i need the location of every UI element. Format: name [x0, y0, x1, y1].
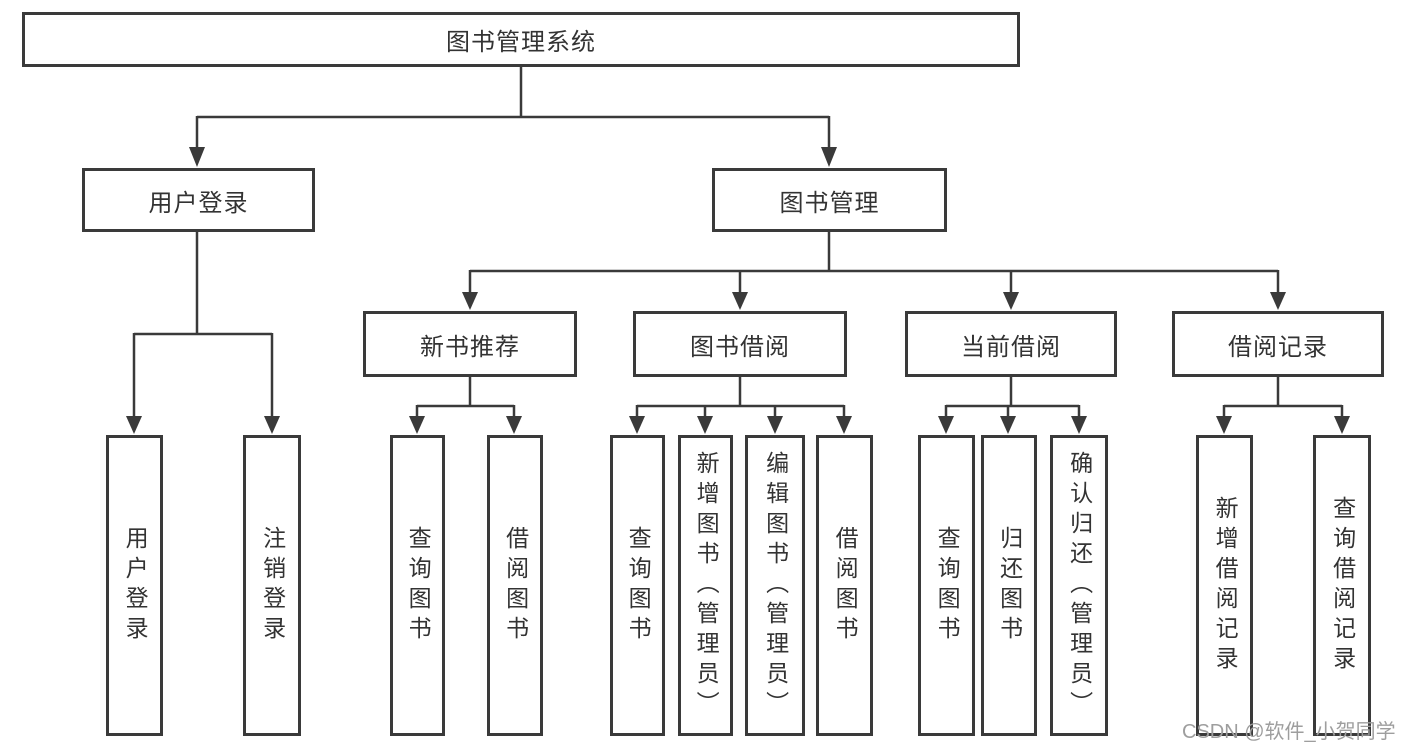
- node-library-system: 图书管理系统: [22, 12, 1020, 67]
- leaf-add-borrow-record: 新增借阅记录: [1196, 435, 1253, 736]
- leaf-borrow-query-book: 查询图书: [610, 435, 665, 736]
- node-current-borrow: 当前借阅: [905, 311, 1117, 377]
- watermark: CSDN @软件_小贺同学: [1182, 721, 1396, 743]
- leaf-edit-book-admin: 编辑图书（管理员）: [745, 435, 805, 736]
- node-book-management: 图书管理: [712, 168, 947, 232]
- leaf-confirm-return-admin: 确认归还（管理员）: [1050, 435, 1108, 736]
- leaf-user-login: 用户登录: [106, 435, 163, 736]
- leaf-add-book-admin: 新增图书（管理员）: [678, 435, 733, 736]
- leaf-logout: 注销登录: [243, 435, 301, 736]
- leaf-return-book: 归还图书: [981, 435, 1037, 736]
- leaf-borrow-book: 借阅图书: [816, 435, 873, 736]
- node-new-book-recommend: 新书推荐: [363, 311, 577, 377]
- node-user-login: 用户登录: [82, 168, 315, 232]
- leaf-recommend-borrow-book: 借阅图书: [487, 435, 543, 736]
- node-borrow-record: 借阅记录: [1172, 311, 1384, 377]
- leaf-query-borrow-record: 查询借阅记录: [1313, 435, 1371, 736]
- leaf-current-query-book: 查询图书: [918, 435, 975, 736]
- node-book-borrow: 图书借阅: [633, 311, 847, 377]
- leaf-recommend-query-book: 查询图书: [390, 435, 445, 736]
